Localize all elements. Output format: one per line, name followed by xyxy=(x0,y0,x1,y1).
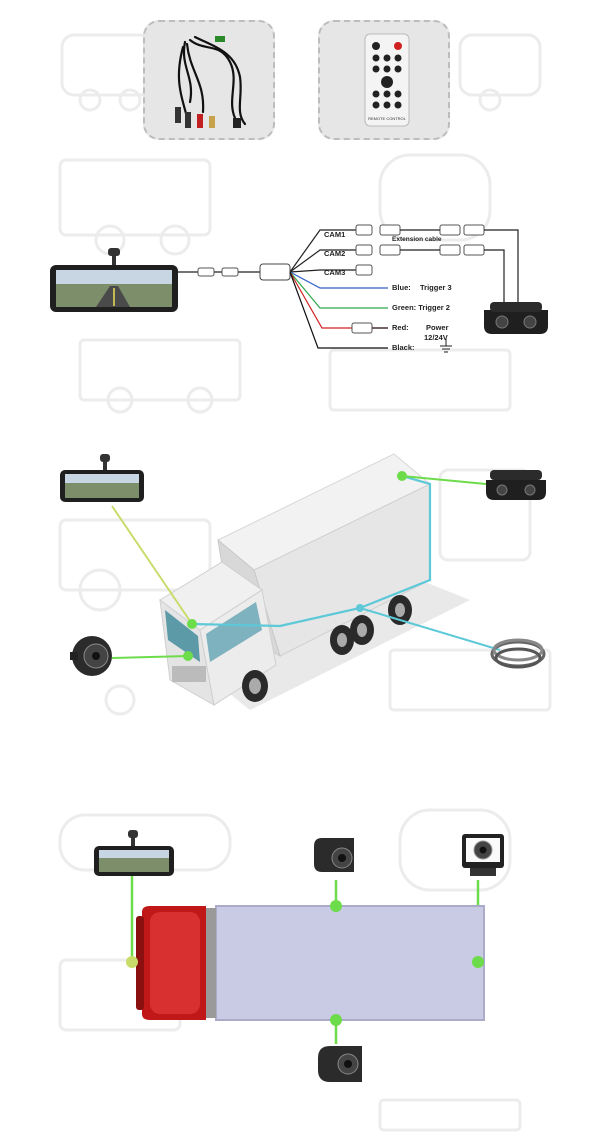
bullet-camera-icon xyxy=(70,636,112,676)
cargo-box-top xyxy=(215,905,485,1021)
ground-icon xyxy=(440,338,452,353)
voltage-label: 12/24V xyxy=(424,333,448,342)
wiring-diagram xyxy=(50,224,548,353)
side-camera-top-icon xyxy=(314,838,354,872)
remote-label: REMOTE CONTROL xyxy=(368,116,407,121)
mirror-monitor xyxy=(50,248,178,312)
trigger3-label: Trigger 3 xyxy=(420,283,452,292)
truck-installation-diagram xyxy=(60,453,546,710)
extension-cable-icon xyxy=(490,638,546,669)
remote-control-icon: REMOTE CONTROL xyxy=(364,33,410,127)
harness-connector-icon xyxy=(259,263,291,281)
dual-camera-icon xyxy=(486,470,546,500)
rear-camera-icon xyxy=(462,834,504,876)
green-wire-label: Green: Trigger 2 xyxy=(392,303,450,312)
cam1-label: CAM1 xyxy=(324,230,346,239)
blue-wire-label: Blue: xyxy=(392,283,411,292)
red-wire-label: Red: xyxy=(392,323,409,332)
red-cab-top xyxy=(136,906,216,1020)
top-view-diagram xyxy=(94,830,504,1082)
power-label: Power xyxy=(426,323,449,332)
wiring-harness-card xyxy=(143,20,275,140)
side-camera-bottom-icon xyxy=(318,1046,362,1082)
cam2-label: CAM2 xyxy=(324,249,346,258)
extension-cable-label: Extension cable xyxy=(392,236,442,243)
dual-camera-icon xyxy=(484,302,548,334)
mirror-monitor-top xyxy=(94,830,174,876)
mirror-monitor-small xyxy=(60,454,144,502)
cam3-label: CAM3 xyxy=(324,268,346,277)
wiring-harness-icon xyxy=(175,35,247,128)
remote-control-card: REMOTE CONTROL xyxy=(318,20,450,140)
black-wire-label: Black: xyxy=(392,343,415,352)
